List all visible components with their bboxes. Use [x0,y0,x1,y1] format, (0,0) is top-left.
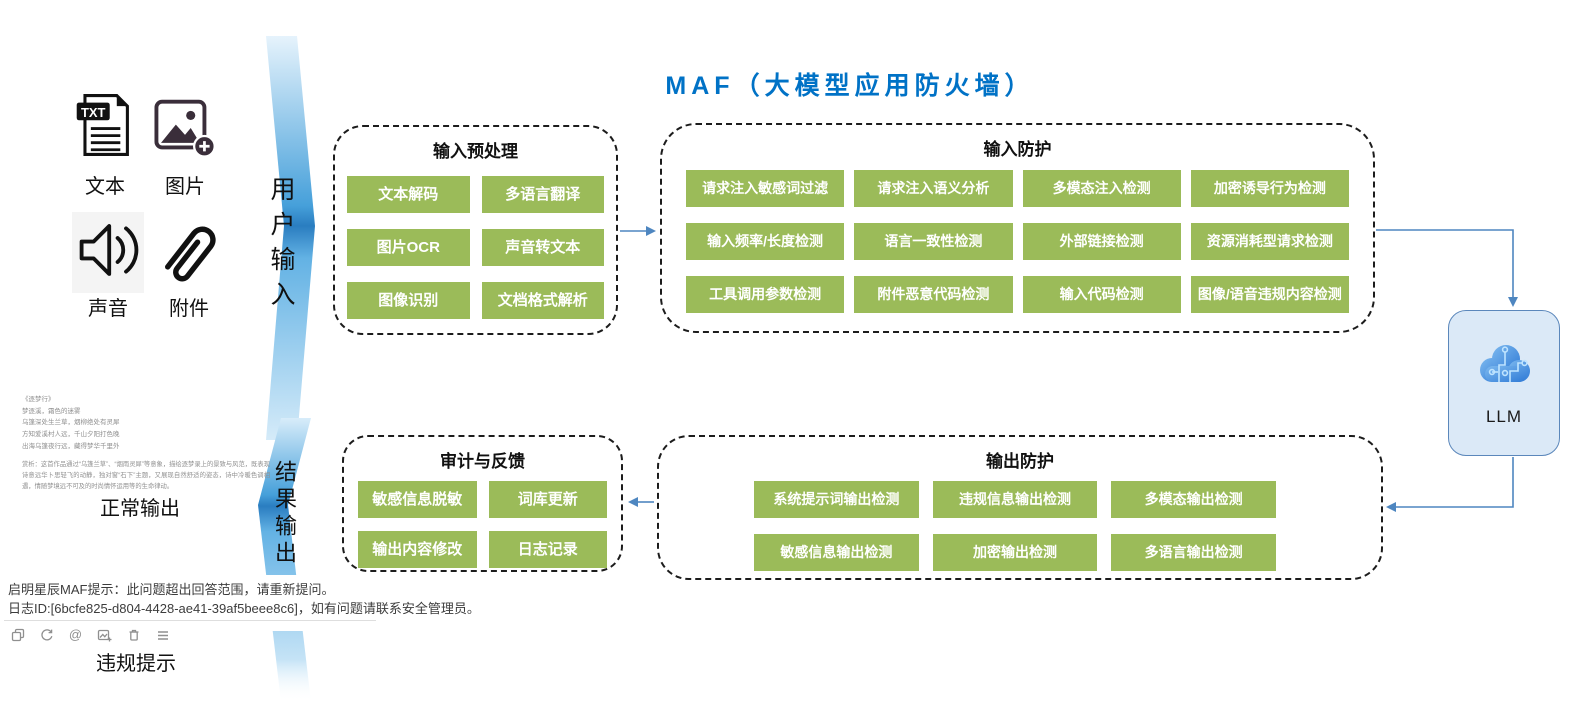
group-audit-feedback: 审计与反馈 敏感信息脱敏 词库更新 输出内容修改 日志记录 [342,435,623,572]
menu-icon[interactable] [155,627,170,642]
poem-line: 方知爱溪村人远，千山夕阳打色晚 [22,431,120,439]
group-input-preprocessing: 输入预处理 文本解码 多语言翻译 图片OCR 声音转文本 图像识别 文档格式解析 [333,125,618,335]
txt-file-icon: TXT [75,92,135,163]
feature-block: 多模态输出检测 [1111,481,1276,518]
delete-icon[interactable] [126,627,141,642]
page-title: MAF（大模型应用防火墙） [665,72,1035,100]
feature-block: 多语言翻译 [481,176,604,213]
group-title: 输出防护 [986,452,1054,471]
feature-block: 输入代码检测 [1022,276,1181,313]
feature-block: 输入频率/长度检测 [686,223,845,260]
feature-block: 违规信息输出检测 [932,481,1098,518]
message-divider [4,620,376,621]
feature-block: 附件恶意代码检测 [854,276,1013,313]
input-label-attachment: 附件 [169,298,209,320]
input-label-audio: 声音 [88,298,128,320]
feature-block: 敏感信息输出检测 [754,534,919,571]
feature-block: 加密诱导行为检测 [1190,170,1349,207]
feature-block: 日志记录 [488,531,607,568]
at-sign-icon[interactable]: @ [68,627,83,642]
poem-title: 《逐梦行》 [22,396,55,403]
feature-block: 请求注入语义分析 [854,170,1013,207]
feature-block: 资源消耗型请求检测 [1190,223,1349,260]
violation-line-2: 日志ID:[6bcfe825-d804-4428-ae41-39af5beee8… [8,600,480,616]
poem-line: 乌篷深处生兰草，烟柳绝处有灵犀 [22,419,120,427]
normal-output-label: 正常输出 [100,498,180,520]
arrow-preprocess-to-inputprotect [620,226,656,236]
feature-block: 加密输出检测 [932,534,1098,571]
feature-block: 文本解码 [347,176,470,213]
result-output-arrow-label: 结果输出 [272,460,297,568]
feature-block: 图像识别 [347,282,470,319]
input-label-text: 文本 [85,176,125,198]
arrow-outputprotect-to-audit [628,497,654,507]
feature-block: 请求注入敏感词过滤 [686,170,845,207]
feature-block: 文档格式解析 [481,282,604,319]
refresh-icon[interactable] [39,627,54,642]
llm-label: LLM [1485,406,1523,426]
svg-text:TXT: TXT [81,105,106,120]
poem-analysis: 赏析：这首作品通过“乌篷兰草”、“烟雨灵犀”等意象，描绘逐梦录上的景致与风范，既… [22,461,270,491]
cloud-circuit-icon [1471,340,1537,393]
user-input-arrow-label: 用户输入 [267,176,295,316]
poem-line: 梦逐溪，霜色的迷雾 [22,407,81,415]
group-title: 输入预处理 [433,142,518,161]
feature-block: 系统提示词输出检测 [754,481,919,518]
message-toolbar: @ [10,627,170,642]
paperclip-icon [158,216,220,299]
group-title: 输入防护 [983,140,1052,159]
speaker-icon [72,212,144,293]
feature-block: 外部链接检测 [1022,223,1181,260]
image-add-icon [153,98,217,163]
copy-icon[interactable] [10,627,25,642]
violation-message: 启明星辰MAF提示：此问题超出回答范围，请重新提问。 日志ID:[6bcfe82… [0,575,480,631]
feature-block: 语言一致性检测 [854,223,1013,260]
feature-block: 工具调用参数检测 [686,276,845,313]
input-label-image: 图片 [165,176,205,198]
group-output-protection: 输出防护 系统提示词输出检测 违规信息输出检测 多模态输出检测 敏感信息输出检测… [657,435,1383,580]
arrow-llm-to-outputprotect [1386,457,1514,512]
feature-block: 多语言输出检测 [1111,534,1276,571]
poem-line: 出海乌篷夜行远，藏得梦华千里外 [22,442,120,450]
llm-node: LLM [1448,310,1560,456]
feature-block: 声音转文本 [481,229,604,266]
group-title: 审计与反馈 [440,452,525,471]
feature-block: 图像/语音违规内容检测 [1190,276,1349,313]
arrow-inputprotect-to-llm [1376,229,1518,307]
feature-block: 敏感信息脱敏 [358,481,477,518]
violation-label: 违规提示 [96,653,176,675]
image-export-icon[interactable] [97,627,112,642]
feature-block: 词库更新 [488,481,607,518]
group-input-protection: 输入防护 请求注入敏感词过滤 请求注入语义分析 多模态注入检测 加密诱导行为检测… [660,123,1375,333]
feature-block: 图片OCR [347,229,470,266]
normal-output-text: 《逐梦行》 梦逐溪，霜色的迷雾 乌篷深处生兰草，烟柳绝处有灵犀 方知爱溪村人远，… [22,394,270,492]
violation-line-1: 启明星辰MAF提示：此问题超出回答范围，请重新提问。 [8,582,335,597]
feature-block: 多模态注入检测 [1022,170,1181,207]
feature-block: 输出内容修改 [358,531,477,568]
